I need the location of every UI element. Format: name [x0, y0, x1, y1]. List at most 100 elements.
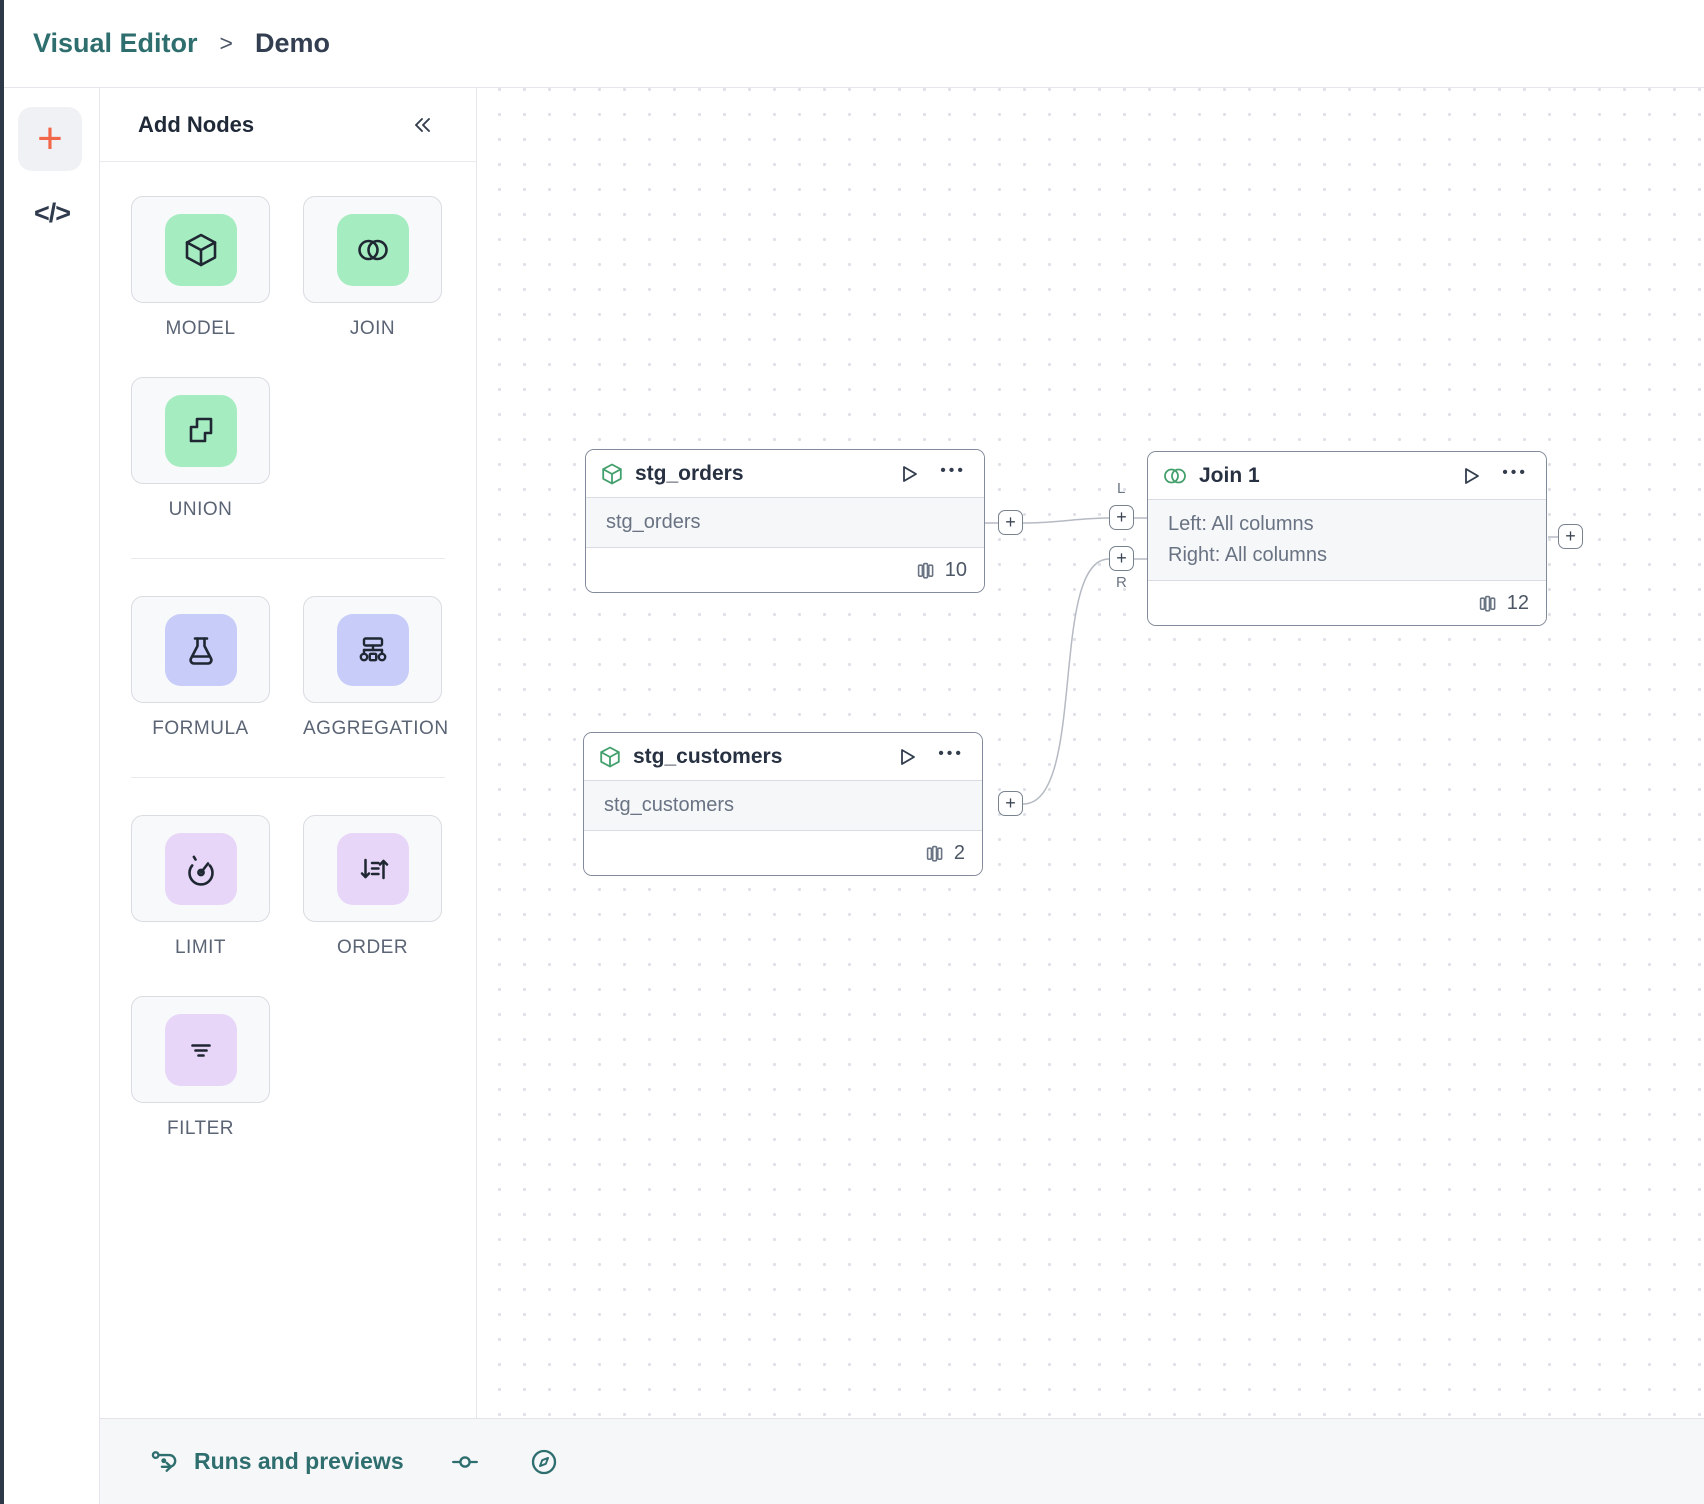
node-column-count: 2 [953, 841, 965, 864]
palette-item-label: ORDER [336, 937, 409, 958]
handle-join-left-input[interactable]: + [1109, 505, 1134, 530]
palette-item-chip [164, 394, 237, 467]
columns-icon [1479, 595, 1496, 612]
add-nodes-panel: Add Nodes MODEL JOIN UNION FORMULA AGGRE… [100, 88, 477, 1418]
node-title-label: stg_orders [635, 461, 744, 485]
node-title-row: stg_customers ••• [584, 733, 982, 781]
palette-item-card [131, 377, 270, 484]
palette-item-aggregation[interactable]: AGGREGATION [303, 596, 449, 740]
node-body-line: Left: All columns [1168, 513, 1314, 535]
palette-item-filter[interactable]: FILTER [131, 996, 270, 1140]
plus-icon: + [1005, 511, 1016, 532]
palette-item-label: JOIN [349, 318, 396, 339]
palette-groups: MODEL JOIN UNION FORMULA AGGREGATION LIM… [100, 162, 476, 1140]
node-stg_customers[interactable]: stg_customers •••stg_customers 2 [583, 732, 983, 876]
handle-join-output[interactable]: + [1558, 524, 1583, 549]
plus-icon: + [1116, 506, 1127, 527]
node-body-line: stg_customers [604, 794, 735, 816]
palette-item-chip [336, 613, 409, 686]
app-left-border [0, 0, 4, 1504]
formula-flask-icon [188, 636, 213, 665]
runs-icon [151, 1450, 177, 1472]
palette-item-label: LIMIT [174, 937, 227, 958]
explore-button[interactable] [528, 1446, 560, 1478]
breadcrumb-separator: > [219, 30, 233, 56]
palette-item-limit[interactable]: LIMIT [131, 815, 270, 959]
node-title-row: stg_orders ••• [586, 450, 984, 498]
play-icon[interactable] [898, 463, 920, 485]
palette-item-card [303, 196, 442, 303]
header: Visual Editor > Demo [4, 0, 1704, 88]
node-footer: 2 [584, 831, 982, 875]
palette-item-label: AGGREGATION [303, 718, 449, 739]
play-icon[interactable] [896, 746, 918, 768]
plus-icon: + [1116, 547, 1127, 568]
handle-join-right-input[interactable]: + [1109, 546, 1134, 571]
palette-item-formula[interactable]: FORMULA [131, 596, 270, 740]
palette-item-order[interactable]: ORDER [303, 815, 442, 959]
runs-and-previews-button[interactable] [148, 1446, 180, 1478]
node-column-count: 12 [1506, 591, 1529, 614]
node-column-count: 10 [944, 558, 967, 581]
filter-lines-icon [190, 1043, 211, 1057]
add-nodes-panel-header: Add Nodes [100, 88, 476, 162]
breadcrumb-app-link[interactable]: Visual Editor [33, 28, 198, 58]
columns-icon [926, 845, 943, 862]
palette-item-model[interactable]: MODEL [131, 196, 270, 340]
palette-item-chip [164, 613, 237, 686]
palette-group-divider [131, 558, 445, 559]
node-title-label: Join 1 [1199, 463, 1260, 487]
palette-item-label: UNION [168, 499, 233, 520]
handle-stg-orders-output[interactable]: + [998, 510, 1023, 535]
handle-stg-customers-output[interactable]: + [998, 791, 1023, 816]
palette-item-union[interactable]: UNION [131, 377, 270, 521]
bottom-bar: Runs and previews [100, 1418, 1704, 1504]
collapse-panel-button[interactable] [410, 113, 434, 137]
palette-item-join[interactable]: JOIN [303, 196, 442, 340]
aggregation-icon [359, 636, 386, 661]
node-menu-button[interactable]: ••• [938, 744, 964, 762]
runs-and-previews-label[interactable]: Runs and previews [194, 1448, 404, 1474]
code-view-button[interactable]: </> [4, 198, 100, 229]
plus-icon: + [1005, 792, 1016, 813]
palette-grid: LIMIT ORDER FILTER [131, 815, 445, 1140]
node-body: stg_customers [584, 781, 982, 831]
compass-icon [531, 1449, 556, 1474]
canvas[interactable]: + + + + + L R stg_orders •••stg_orders 1… [477, 88, 1704, 1418]
commit-icon [451, 1455, 478, 1468]
breadcrumb-page-title: Demo [254, 28, 330, 58]
palette-item-chip [164, 1013, 237, 1086]
node-title-row: Join 1 ••• [1148, 452, 1546, 500]
commit-button[interactable] [450, 1447, 480, 1477]
node-stg_orders[interactable]: stg_orders •••stg_orders 10 [585, 449, 985, 593]
node-run-button[interactable] [896, 746, 918, 768]
model-cube-icon [185, 233, 216, 266]
palette-grid: MODEL JOIN UNION [131, 196, 445, 521]
node-menu-button[interactable]: ••• [940, 461, 966, 479]
palette-item-card [303, 815, 442, 922]
palette-group-divider [131, 777, 445, 778]
node-menu-button[interactable]: ••• [1502, 463, 1528, 481]
cube-icon [602, 463, 622, 484]
columns-icon [917, 562, 934, 579]
play-icon[interactable] [1460, 465, 1482, 487]
palette-item-label: FORMULA [152, 718, 249, 739]
join-circles-icon [1164, 468, 1186, 483]
plus-icon: + [37, 114, 63, 163]
order-sort-icon [360, 858, 388, 879]
palette-item-label: MODEL [165, 318, 236, 339]
add-node-button[interactable]: + [18, 107, 82, 171]
palette-item-card [131, 596, 270, 703]
join-left-port-label: L [1117, 480, 1126, 497]
join-right-port-label: R [1116, 574, 1127, 591]
node-run-button[interactable] [1460, 465, 1482, 487]
palette-item-chip [164, 832, 237, 905]
palette-item-chip [336, 213, 409, 286]
join-circles-icon [357, 239, 388, 260]
palette-item-card [131, 196, 270, 303]
node-run-button[interactable] [898, 463, 920, 485]
palette-item-card [303, 596, 442, 703]
node-title-label: stg_customers [633, 744, 783, 768]
palette-item-card [131, 996, 270, 1103]
